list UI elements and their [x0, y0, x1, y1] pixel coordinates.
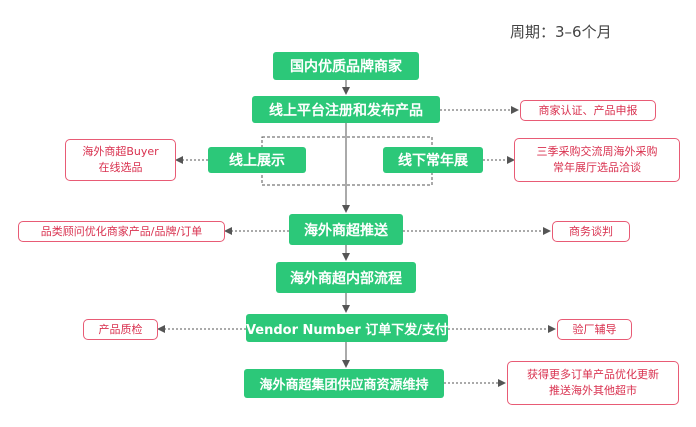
note-more-orders: 获得更多订单产品优化更新 推送海外其他超市 — [507, 361, 679, 405]
note-business-negotiation: 商务谈判 — [552, 221, 630, 242]
note-merchant-certification: 商家认证、产品申报 — [520, 100, 656, 121]
step-supplier-maintenance: 海外商超集团供应商资源维持 — [244, 369, 444, 398]
note-online-line1: 海外商超Buyer — [82, 145, 159, 158]
step-overseas-push: 海外商超推送 — [289, 214, 403, 245]
note-online-selection: 海外商超Buyer 在线选品 — [65, 139, 176, 181]
note-more-orders-line1: 获得更多订单产品优化更新 — [527, 368, 659, 381]
step-domestic-brands: 国内优质品牌商家 — [273, 52, 419, 80]
step-vendor-number: Vendor Number 订单下发/支付 — [246, 314, 448, 342]
note-online-line2: 在线选品 — [98, 161, 143, 174]
note-more-orders-line2: 推送海外其他超市 — [549, 384, 637, 397]
note-offline-line1: 三季采购交流周海外采购 — [536, 145, 658, 158]
note-category-advisor: 品类顾问优化商家产品/品牌/订单 — [18, 221, 225, 242]
period-label: 周期：3–6个月 — [510, 23, 612, 41]
note-offline-line2: 常年展厅选品洽谈 — [553, 161, 641, 174]
step-offline-exhibition: 线下常年展 — [383, 147, 483, 173]
step-internal-process: 海外商超内部流程 — [276, 262, 416, 293]
step-online-registration: 线上平台注册和发布产品 — [252, 96, 440, 123]
note-offline-procurement: 三季采购交流周海外采购 常年展厅选品洽谈 — [514, 138, 680, 182]
step-online-display: 线上展示 — [208, 147, 306, 173]
note-quality-inspection: 产品质检 — [83, 319, 158, 340]
note-factory-audit: 验厂辅导 — [557, 319, 632, 340]
